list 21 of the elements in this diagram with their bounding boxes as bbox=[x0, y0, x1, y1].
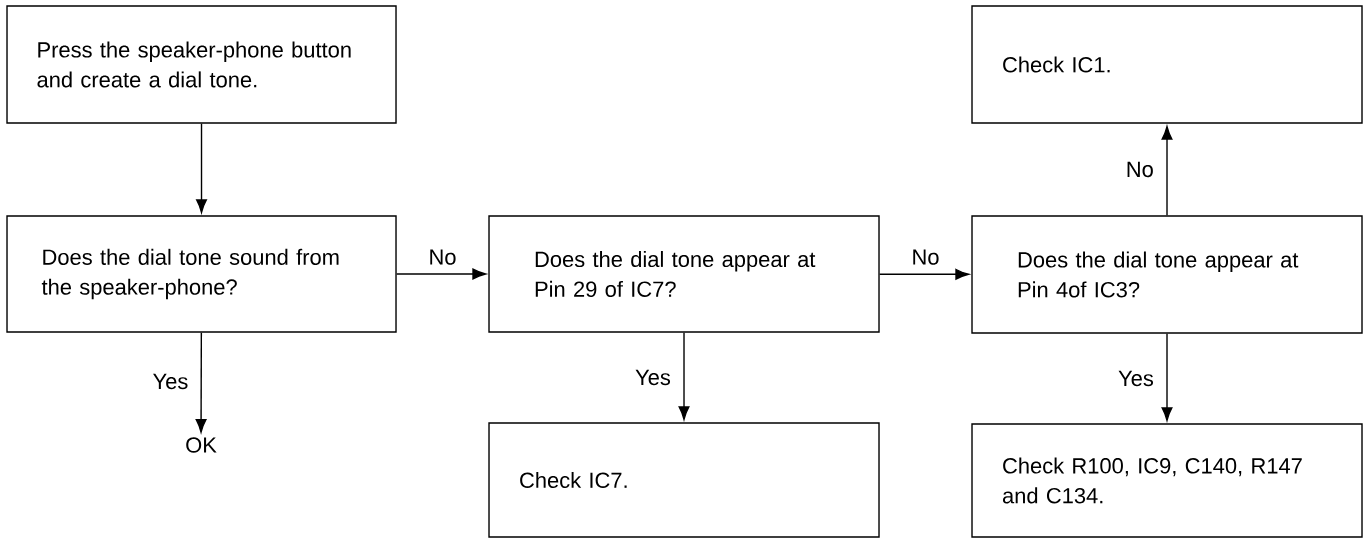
edge-label: No bbox=[913, 249, 939, 265]
arrow bbox=[1161, 125, 1173, 216]
arrow bbox=[879, 268, 970, 280]
arrow bbox=[195, 332, 207, 433]
arrow bbox=[396, 268, 487, 280]
arrow bbox=[1161, 333, 1173, 422]
result-text: OK bbox=[186, 437, 217, 453]
arrow bbox=[196, 123, 207, 214]
process-box: Check IC7. bbox=[488, 422, 880, 538]
edge-label: Yes bbox=[153, 373, 188, 390]
edge-label: Yes bbox=[635, 369, 671, 386]
process-box: Check IC1. bbox=[971, 5, 1363, 124]
process-box: Does the dial tone appear at Pin 4of IC3? bbox=[971, 215, 1363, 334]
edge-label: No bbox=[1127, 161, 1153, 178]
process-box: Check R100, IC9, C140, R147 and C134. bbox=[971, 423, 1363, 538]
process-box: Press the speaker-phone button and create a dial tone. bbox=[6, 5, 397, 124]
edge-label: Yes bbox=[1118, 370, 1154, 387]
edge-label: No bbox=[430, 249, 456, 265]
process-box: Does the dial tone sound from the speaker-phone? bbox=[6, 215, 397, 333]
arrow bbox=[678, 332, 690, 421]
process-box: Does the dial tone appear at Pin 29 of IC7? bbox=[488, 215, 880, 333]
